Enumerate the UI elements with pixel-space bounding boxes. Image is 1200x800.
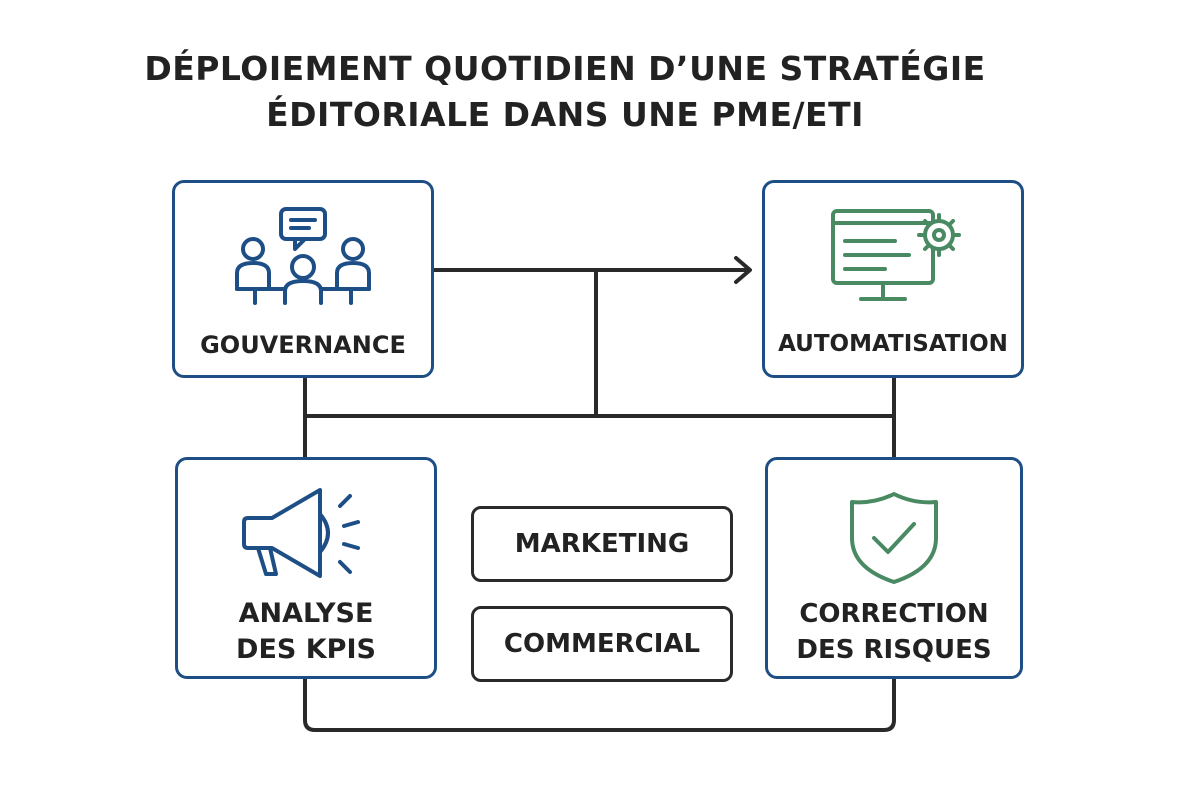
pill-marketing: MARKETING (471, 506, 733, 582)
shield-check-icon (768, 490, 1020, 586)
card-gouvernance: GOUVERNANCE (172, 180, 434, 378)
card-automatisation-label: AUTOMATISATION (778, 331, 1008, 357)
arrow-head (734, 256, 752, 284)
title-line-1: DÉPLOIEMENT QUOTIDIEN D’UNE STRATÉGIE (144, 49, 986, 88)
card-analyse-kpis: ANALYSE DES KPIS (175, 457, 437, 679)
card-analyse-kpis-label-line2: DES KPIS (236, 634, 376, 665)
diagram-title: DÉPLOIEMENT QUOTIDIEN D’UNE STRATÉGIE ÉD… (100, 46, 1030, 138)
team-meeting-icon (175, 205, 431, 305)
card-automatisation: AUTOMATISATION (762, 180, 1024, 378)
card-correction-risques: CORRECTION DES RISQUES (765, 457, 1023, 679)
card-correction-risques-label-line2: DES RISQUES (796, 635, 992, 665)
card-correction-risques-label-line1: CORRECTION (799, 599, 989, 629)
card-gouvernance-label: GOUVERNANCE (200, 331, 406, 359)
bottom-loop-line (303, 677, 896, 732)
pill-commercial: COMMERCIAL (471, 606, 733, 682)
card-analyse-kpis-label-line1: ANALYSE (238, 598, 374, 629)
megaphone-icon (178, 486, 434, 582)
monitor-gear-icon (765, 207, 1021, 307)
card-correction-risques-label: CORRECTION DES RISQUES (768, 596, 1020, 668)
title-line-2: ÉDITORIALE DANS UNE PME/ETI (266, 95, 864, 134)
card-analyse-kpis-label: ANALYSE DES KPIS (178, 596, 434, 668)
